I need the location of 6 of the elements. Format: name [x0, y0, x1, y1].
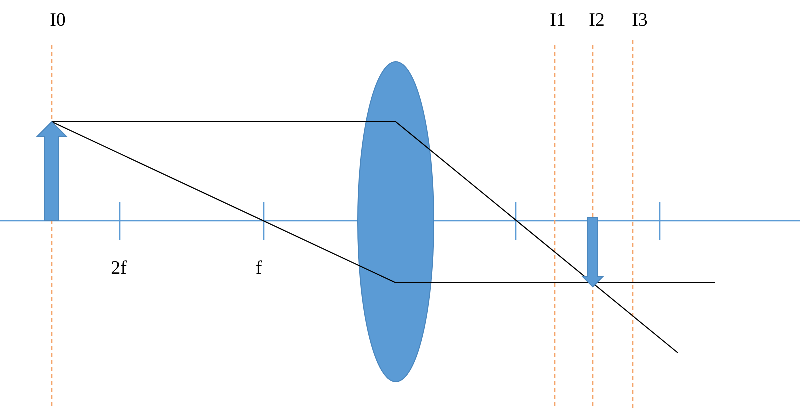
axis-label: I1 — [550, 10, 566, 32]
axis-label: I2 — [589, 10, 605, 32]
axis-label: 2f — [111, 258, 127, 280]
axis-label: f — [256, 258, 262, 280]
axis-label: I3 — [632, 10, 648, 32]
axis-label: I0 — [50, 10, 66, 32]
